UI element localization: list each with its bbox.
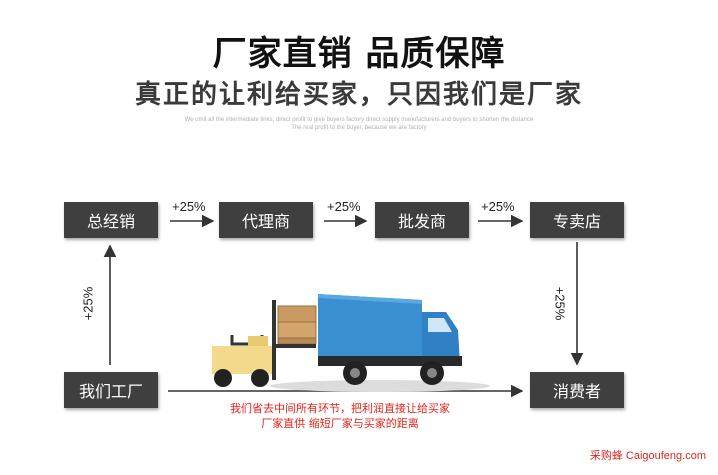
forklift-illustration	[212, 300, 316, 387]
note-line-2: 厂家直供 缩短厂家与买家的距离	[261, 417, 419, 430]
markup-label-1: +25%	[172, 199, 206, 214]
fine-print-line-2: The real profit to the buyer, because we…	[291, 125, 427, 131]
note-line-1: 我们省去中间所有环节，把利润直接让给买家	[230, 402, 450, 415]
page-title: 厂家直销 品质保障	[212, 34, 506, 74]
markup-label-2: +25%	[327, 199, 361, 214]
box-wholesaler: 批发商	[375, 202, 469, 238]
cargo-boxes	[277, 305, 317, 345]
markup-label-5: +25%	[552, 286, 568, 321]
box-general-distributor: 总经销	[64, 202, 158, 238]
box-factory: 我们工厂	[64, 372, 158, 408]
markup-label-4: +25%	[80, 286, 96, 321]
box-store: 专卖店	[530, 202, 624, 238]
markup-label-3: +25%	[481, 199, 515, 214]
truck-illustration	[270, 294, 490, 392]
page-subtitle: 真正的让利给买家，只因我们是厂家	[134, 80, 583, 110]
watermark: 采购蜂 Caigoufeng.com	[589, 450, 706, 462]
fine-print-line-1: We omit all the intermediate links, dire…	[184, 117, 534, 123]
box-agent: 代理商	[219, 202, 313, 238]
box-consumer: 消费者	[530, 372, 624, 408]
